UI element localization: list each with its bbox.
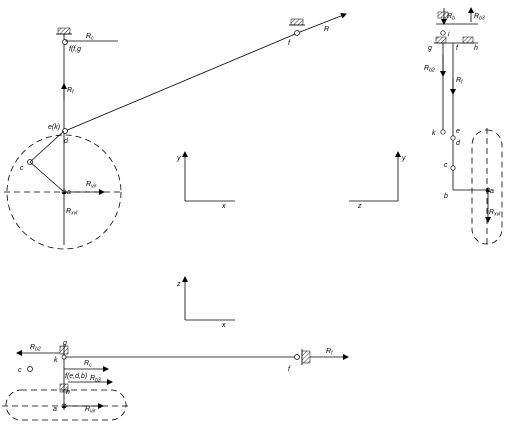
label-rf-side: Rf — [456, 77, 463, 86]
label-f-side: f — [456, 45, 459, 52]
side-block-g — [435, 36, 447, 44]
label-h: h — [474, 45, 478, 52]
joint-c-top — [27, 366, 33, 372]
side-block-h — [462, 36, 474, 44]
label-rf-top: Rf — [326, 348, 333, 357]
trajectory-circle — [6, 134, 122, 250]
label-a: a — [67, 189, 71, 196]
top-block-h — [59, 383, 69, 393]
label-rf: Rf — [67, 87, 74, 96]
label-rxvl: Rxvl — [66, 208, 78, 217]
label-rvir-top: Rvir — [85, 406, 96, 415]
ground-support-top — [57, 27, 71, 35]
top-support-right — [301, 350, 311, 364]
axis-xy-y: y — [176, 155, 181, 162]
label-k: k — [432, 130, 436, 137]
side-support-top — [437, 11, 449, 19]
label-b: b — [444, 193, 448, 200]
joint-k-top — [61, 354, 67, 360]
joint-k — [440, 129, 446, 135]
joint-i — [440, 30, 446, 36]
label-r: R — [324, 26, 329, 33]
label-i: i — [448, 31, 450, 38]
front-view: Rc f(f,g Rf R f e(k) d c a Rvir Rxvl — [4, 13, 347, 250]
axis-zy-y: y — [401, 155, 406, 162]
label-g: g — [428, 45, 432, 52]
label-rxvl-side: Rxvl — [489, 209, 501, 218]
axes-xz: z x — [176, 276, 235, 329]
label-rb3-top: Rb3 — [90, 375, 101, 384]
top-view: Rb2 g k Rc c f(e,d,b) Rb3 h a Rvir — [2, 340, 349, 421]
pivot-f-front — [294, 30, 300, 36]
ground-support-right — [290, 18, 304, 26]
label-rc: Rc — [86, 33, 94, 42]
label-c-top: c — [18, 367, 22, 374]
axis-xz-x: x — [221, 322, 226, 329]
label-f-top: f — [288, 366, 291, 373]
joint-e — [450, 135, 456, 141]
top-trajectory — [5, 389, 127, 421]
axis-xz-z: z — [176, 281, 181, 288]
axis-xy-x: x — [221, 203, 226, 210]
label-fg: f(f,g — [69, 46, 81, 53]
joint-c-side — [450, 165, 456, 171]
side-view: Rb Rb3 i g f h Rb2 Rf k e d c b — [424, 7, 503, 248]
joint-f-top — [294, 354, 300, 360]
label-f-front: f — [288, 40, 291, 47]
label-e: e — [456, 128, 460, 135]
label-fedb: f(e,d,b) — [65, 373, 87, 380]
axis-zy-z: z — [357, 203, 362, 210]
axes-xy: y x — [176, 151, 235, 210]
label-g-top: g — [63, 340, 67, 347]
label-c: c — [20, 165, 24, 172]
label-rb3: Rb3 — [474, 13, 485, 22]
label-a-top: a — [53, 406, 57, 413]
label-rb: Rb — [447, 13, 455, 22]
label-h-top: h — [66, 389, 70, 396]
label-a-side: a — [490, 188, 494, 195]
label-rb2: Rb2 — [424, 65, 435, 74]
label-c-side: c — [444, 162, 448, 169]
side-trajectory — [471, 129, 503, 245]
label-rc-top: Rc — [84, 360, 92, 369]
axes-zy: y z — [349, 151, 406, 210]
joint-ek — [62, 128, 68, 134]
label-ek: e(k) — [48, 124, 60, 131]
label-k-top: k — [54, 357, 58, 364]
label-rb2-top: Rb2 — [30, 344, 41, 353]
label-d: d — [64, 138, 69, 145]
pivot-fg — [62, 39, 68, 45]
label-d-side: d — [456, 140, 461, 147]
label-rvir: Rvir — [86, 181, 97, 190]
